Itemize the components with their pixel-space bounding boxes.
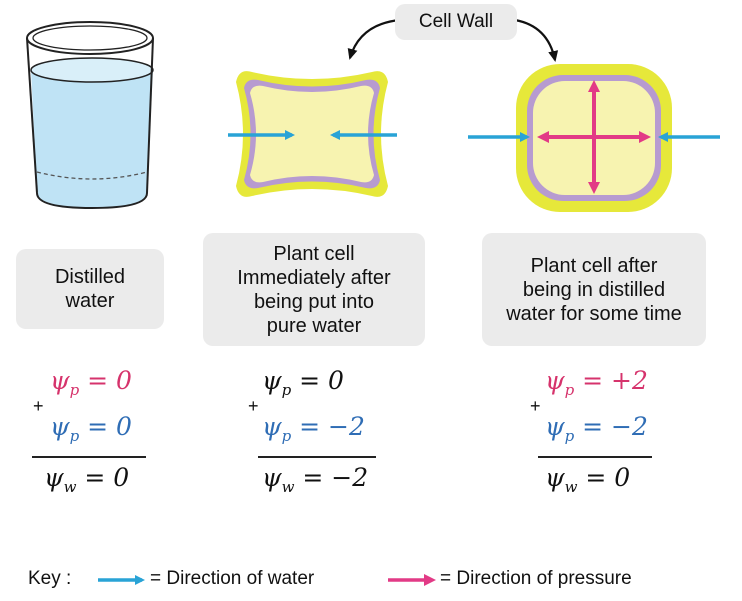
subscript: w: [63, 478, 77, 496]
value: = −2: [294, 463, 369, 492]
psi-symbol: ψ: [545, 366, 565, 395]
psi-symbol: ψ: [262, 463, 282, 492]
callout-arrow-left: [347, 18, 401, 60]
key-title: Key :: [28, 568, 72, 589]
eq2-result: ψw = −2: [262, 463, 368, 496]
eq1-plus: +: [33, 396, 44, 416]
cell-wall-callout: Cell Wall: [395, 4, 517, 40]
subscript: w: [564, 478, 578, 496]
value: = −2: [291, 412, 365, 441]
label-distilled-water: Distilled water: [16, 249, 164, 329]
subscript: p: [564, 381, 575, 399]
psi-symbol: ψ: [44, 463, 64, 492]
callout-arrow-right: [514, 18, 559, 62]
eq2-line2: ψp = −2: [262, 412, 365, 445]
pressure-arrows: [537, 80, 651, 194]
label-after-some-time: Plant cell after being in distilled wate…: [482, 233, 706, 346]
panel-label-text: Plant cell Immediately after being put i…: [237, 242, 391, 337]
value: = 0: [577, 463, 631, 492]
key-pressure-label: = Direction of pressure: [440, 568, 632, 589]
eq1-sum-bar: [32, 456, 146, 458]
eq2-line1: ψp = 0: [262, 366, 344, 399]
eq2-plus: +: [248, 396, 259, 416]
eq1-line1: ψp = 0: [50, 366, 132, 399]
eq3-result: ψw = 0: [545, 463, 630, 496]
panel-label-text: Plant cell after being in distilled wate…: [506, 254, 682, 325]
value: = 0: [76, 463, 130, 492]
subscript: w: [281, 478, 295, 496]
eq3-sum-bar: [538, 456, 652, 458]
psi-symbol: ψ: [262, 366, 282, 395]
value: = 0: [79, 366, 132, 395]
psi-symbol: ψ: [545, 463, 565, 492]
eq3-line1: ψp = +2: [545, 366, 648, 399]
value: = −2: [574, 412, 648, 441]
psi-symbol: ψ: [262, 412, 282, 441]
subscript: p: [69, 381, 80, 399]
value: = 0: [79, 412, 132, 441]
value: = +2: [574, 366, 648, 395]
subscript: p: [281, 427, 292, 445]
label-immediately-after: Plant cell Immediately after being put i…: [203, 233, 425, 346]
beaker-icon: [26, 21, 154, 210]
cell-wall-label: Cell Wall: [418, 11, 494, 32]
psi-symbol: ψ: [545, 412, 565, 441]
eq1-result: ψw = 0: [44, 463, 129, 496]
psi-symbol: ψ: [50, 412, 70, 441]
value: = 0: [291, 366, 344, 395]
psi-symbol: ψ: [50, 366, 70, 395]
eq1-line2: ψp = 0: [50, 412, 132, 445]
subscript: p: [69, 427, 80, 445]
eq2-sum-bar: [258, 456, 376, 458]
subscript: p: [281, 381, 292, 399]
subscript: p: [564, 427, 575, 445]
panel-label-text: Distilled water: [54, 266, 126, 312]
cell-immediately-after: [236, 71, 388, 197]
key-water-label: = Direction of water: [150, 568, 315, 589]
eq3-plus: +: [530, 396, 541, 416]
eq3-line2: ψp = −2: [545, 412, 648, 445]
